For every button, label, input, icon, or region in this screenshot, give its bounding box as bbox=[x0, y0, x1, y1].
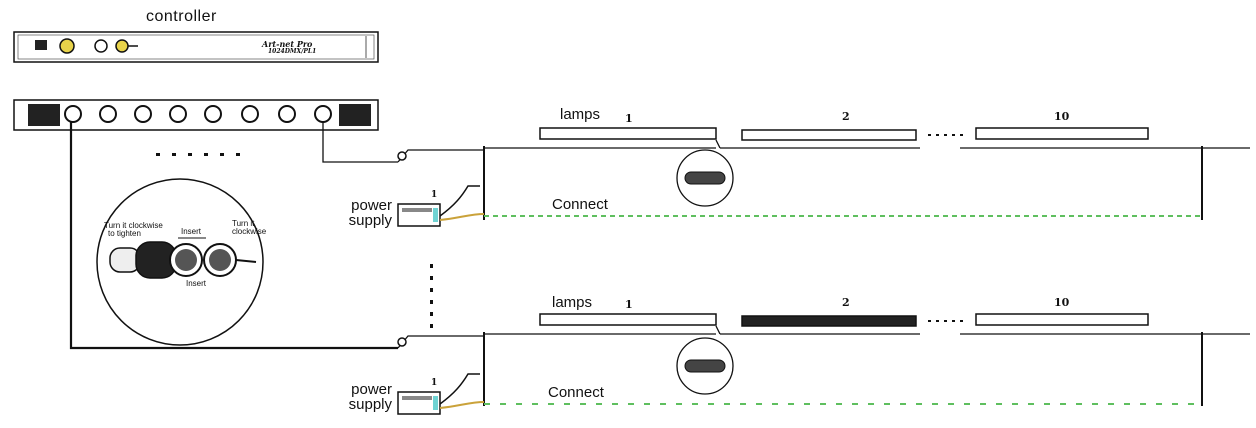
controller-title: controller bbox=[146, 8, 217, 25]
row-2-connector-number: 1 bbox=[431, 378, 438, 388]
row-2-power-line2: supply bbox=[348, 396, 392, 413]
controller-logo-icon bbox=[35, 40, 47, 50]
row-2-connect-label: Connect bbox=[548, 384, 604, 401]
callout-right-line1: Turn it bbox=[232, 219, 255, 228]
row-2-wiring bbox=[397, 313, 1250, 415]
controller-brand-line1: Art-net Pro bbox=[262, 39, 313, 49]
row-1-power-supply-label: power supply bbox=[336, 198, 392, 228]
lamp-bar-icon bbox=[741, 315, 917, 327]
knob-icon bbox=[115, 39, 129, 53]
row-1-connect-label: Connect bbox=[552, 196, 608, 213]
row-1-power-line1: power bbox=[351, 197, 392, 214]
lamp-bar-icon bbox=[975, 313, 1149, 326]
row-2-lamp-2-number: 2 bbox=[842, 296, 850, 309]
row-1-connector-number: 1 bbox=[431, 190, 438, 200]
row-1-lamp-2-number: 2 bbox=[842, 110, 850, 123]
row-1-lamp-10-number: 10 bbox=[1054, 110, 1070, 123]
callout-insert-top: Insert bbox=[181, 227, 202, 236]
lamp-bar-icon bbox=[741, 129, 917, 141]
row-1-lamps-label: lamps bbox=[560, 106, 601, 123]
lamp-bar-icon bbox=[539, 127, 717, 140]
callout-left-line1: Turn it clockwise bbox=[104, 221, 163, 230]
lamp-bar-icon bbox=[539, 313, 717, 326]
row-2-lamp-1-number: 1 bbox=[625, 298, 633, 311]
plug-callout-icon bbox=[96, 178, 264, 346]
callout-insert-bottom: Insert bbox=[186, 279, 207, 288]
row-1-lamp-1-number: 1 bbox=[625, 112, 633, 125]
knob-icon bbox=[59, 38, 75, 54]
row-1-wiring bbox=[397, 127, 1250, 227]
callout-left-line2: to tighten bbox=[108, 229, 141, 238]
controller-brand-line2: 1024DMX/PL1 bbox=[268, 48, 317, 55]
row-2-power-line1: power bbox=[351, 381, 392, 398]
row-2-lamps-label: lamps bbox=[552, 294, 593, 311]
callout-right-line2: clockwise bbox=[232, 227, 267, 236]
knob-icon bbox=[94, 39, 108, 53]
controller-unit bbox=[13, 31, 379, 63]
row-1-power-line2: supply bbox=[348, 212, 392, 229]
row-2-power-supply-label: power supply bbox=[336, 382, 392, 412]
lamp-bar-icon bbox=[975, 127, 1149, 140]
row-2-lamp-10-number: 10 bbox=[1054, 296, 1070, 309]
dmx-splitter-unit bbox=[13, 99, 379, 131]
